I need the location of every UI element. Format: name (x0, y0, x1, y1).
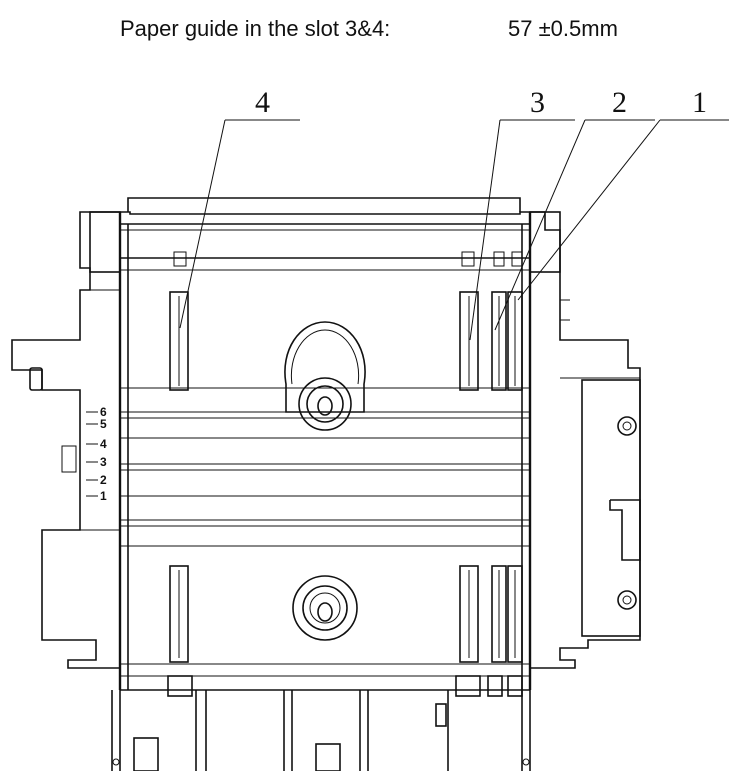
bottom-mechanism (111, 675, 531, 771)
scale-mark-2: 2 (100, 473, 107, 487)
upper-slots (169, 291, 523, 391)
scale-mark-5: 5 (100, 417, 107, 431)
callout-4: 4 (255, 86, 270, 119)
scale-mark-6: 6 (100, 405, 107, 419)
side-scale: 6 5 4 3 2 1 (61, 405, 107, 503)
lower-slots (169, 565, 523, 663)
callout-2: 2 (612, 86, 627, 119)
scale-mark-3: 3 (100, 455, 107, 469)
lower-roller (292, 575, 358, 641)
caption-label: Paper guide in the slot 3&4: (120, 16, 391, 41)
top-frame (89, 197, 561, 273)
caption-value: 57 ±0.5mm (508, 16, 618, 41)
caption: Paper guide in the slot 3&4: 57 ±0.5mm (0, 16, 729, 46)
upper-roller (284, 321, 366, 431)
leader-2 (494, 119, 586, 331)
callouts: 4 3 2 1 (179, 86, 729, 341)
scale-mark-4: 4 (100, 437, 107, 451)
leader-1 (517, 119, 661, 301)
main-body (11, 211, 641, 690)
callout-1: 1 (692, 86, 707, 119)
callout-3: 3 (530, 86, 545, 119)
scale-mark-1: 1 (100, 489, 107, 503)
